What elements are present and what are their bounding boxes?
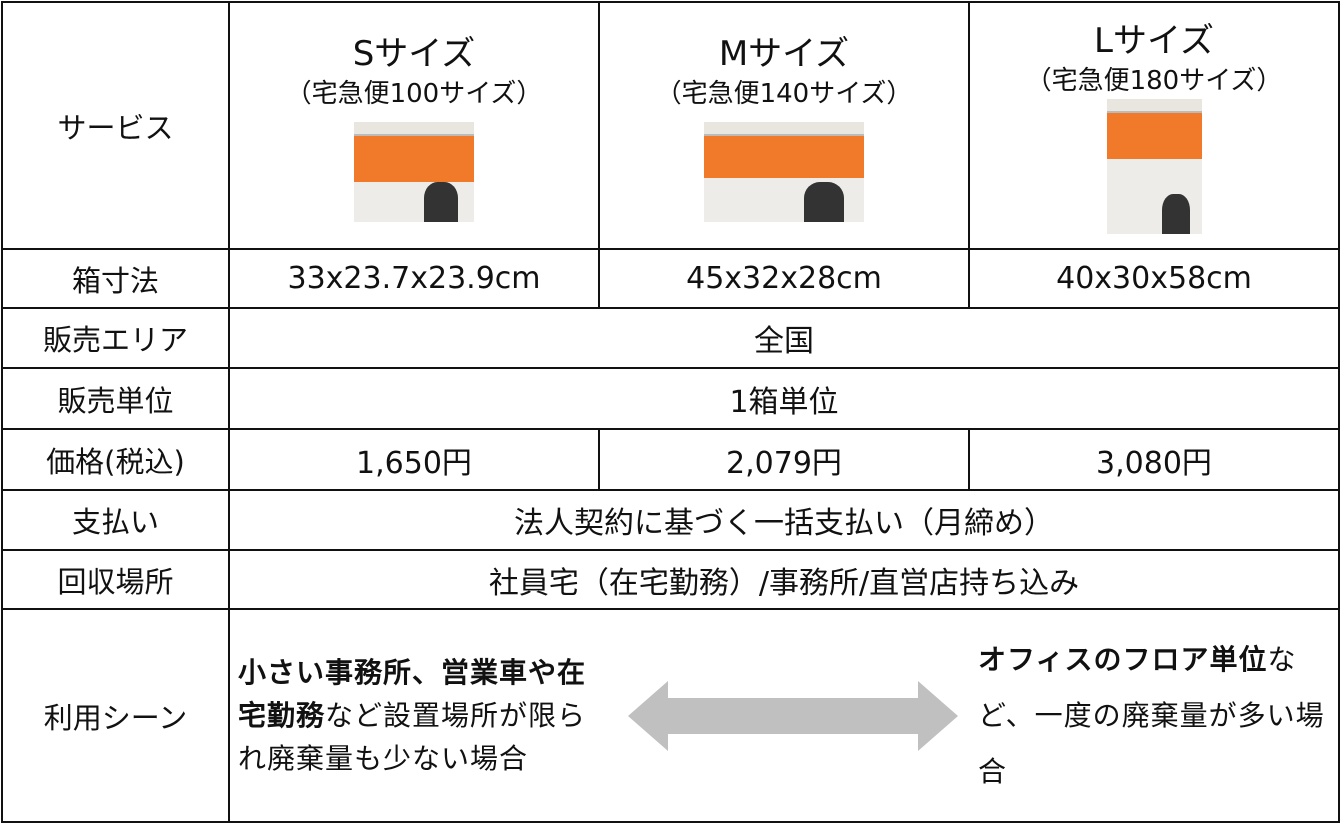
usage-large-text: など、一度の廃棄量が多い場合 — [978, 642, 1325, 788]
size-m-cell: Mサイズ （宅急便140サイズ） — [598, 1, 970, 250]
size-subtitle: （宅急便140サイズ） — [655, 78, 913, 109]
box-l-image — [1106, 99, 1202, 234]
dimensions-row: 箱寸法 33x23.7x23.9cm 45x32x28cm 40x30x58cm — [1, 248, 1340, 309]
usage-large-emphasis: オフィスのフロア単位 — [978, 642, 1268, 676]
usage-small-emphasis: 小さい事務所、営業車や在宅勤務 — [238, 656, 587, 732]
box-m-image — [704, 121, 864, 222]
usage-row: 利用シーン 小さい事務所、営業車や在宅勤務など設置場所が限られ廃棄量も少ない場合… — [1, 608, 1340, 823]
row-label: 支払い — [1, 489, 230, 551]
row-label: 利用シーン — [1, 608, 230, 823]
size-subtitle: （宅急便100サイズ） — [285, 78, 543, 109]
row-label: 価格(税込) — [1, 428, 230, 491]
price-m: 2,079円 — [598, 428, 970, 491]
payment-row: 支払い 法人契約に基づく一括支払い（月締め） — [1, 489, 1340, 551]
area-row: 販売エリア 全国 — [1, 307, 1340, 369]
payment-value: 法人契約に基づく一括支払い（月締め） — [228, 489, 1340, 551]
dimension-s: 33x23.7x23.9cm — [228, 248, 600, 309]
header-row: サービス Sサイズ （宅急便100サイズ） Mサイズ （宅急便140サイズ） L… — [1, 1, 1340, 250]
row-label: 販売エリア — [1, 307, 230, 369]
usage-large: オフィスのフロア単位など、一度の廃棄量が多い場合 — [978, 632, 1338, 800]
size-title: Sサイズ — [352, 33, 476, 74]
usage-small: 小さい事務所、営業車や在宅勤務など設置場所が限られ廃棄量も少ない場合 — [230, 651, 598, 780]
dimension-m: 45x32x28cm — [598, 248, 970, 309]
collection-row: 回収場所 社員宅（在宅勤務）/事務所/直営店持ち込み — [1, 549, 1340, 610]
unit-value: 1箱単位 — [228, 367, 1340, 430]
size-s-cell: Sサイズ （宅急便100サイズ） — [228, 1, 600, 250]
price-row: 価格(税込) 1,650円 2,079円 3,080円 — [1, 428, 1340, 491]
area-value: 全国 — [228, 307, 1340, 369]
row-label: 回収場所 — [1, 549, 230, 610]
size-title: Mサイズ — [718, 33, 850, 74]
size-subtitle: （宅急便180サイズ） — [1025, 66, 1283, 96]
usage-cell: 小さい事務所、営業車や在宅勤務など設置場所が限られ廃棄量も少ない場合 オフィスの… — [228, 608, 1340, 823]
usage-small-text: など設置場所が限られ廃棄量も少ない場合 — [238, 699, 587, 775]
row-label: 販売単位 — [1, 367, 230, 430]
double-arrow-icon — [628, 680, 958, 751]
collection-value: 社員宅（在宅勤務）/事務所/直営店持ち込み — [228, 549, 1340, 610]
row-label: サービス — [1, 1, 230, 250]
price-l: 3,080円 — [968, 428, 1340, 491]
size-l-cell: Lサイズ （宅急便180サイズ） — [968, 1, 1340, 250]
size-title: Lサイズ — [1094, 21, 1214, 61]
row-label: 箱寸法 — [1, 248, 230, 309]
dimension-l: 40x30x58cm — [968, 248, 1340, 309]
price-s: 1,650円 — [228, 428, 600, 491]
unit-row: 販売単位 1箱単位 — [1, 367, 1340, 430]
box-s-image — [354, 121, 474, 222]
